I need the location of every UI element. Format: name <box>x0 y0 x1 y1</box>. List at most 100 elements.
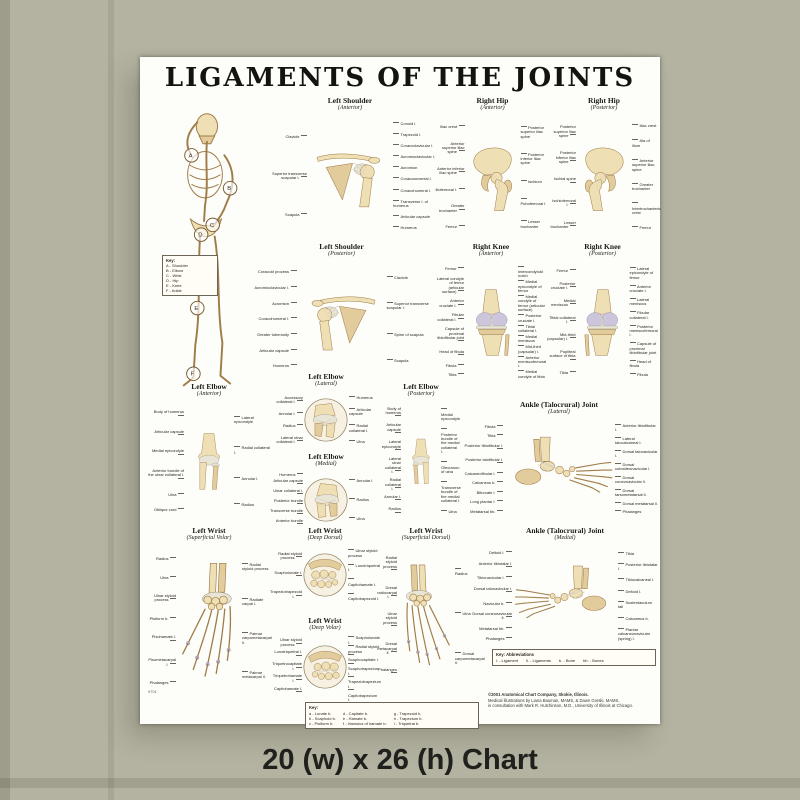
anatomy-label: Accessory collateral l. <box>270 395 303 405</box>
copyright-block: ©2001 Anatomical Chart Company, Skokie, … <box>488 692 650 709</box>
anatomy-label: Capitotrapezoid l. <box>348 593 380 602</box>
anatomy-label: Scaphotrapezium l. <box>348 663 380 676</box>
anatomy-label: Ala of ilium <box>632 139 658 148</box>
anatomy-label: Fibular collateral l. <box>435 313 464 322</box>
panel-subtitle: (Superficial Volar) <box>186 535 232 542</box>
panel-title: Right Hip <box>476 96 509 105</box>
anatomy-label: Radial styloid process <box>380 555 397 574</box>
anatomy-label: Anterior meniscofemoral l. <box>518 354 547 369</box>
anatomy-label: Posterior inferior iliac spine <box>550 151 576 164</box>
anatomy-label: Trapeziotrapezium l. <box>348 676 381 689</box>
anatomy-label: Annular l. <box>349 479 374 484</box>
anatomy-label: Lateral condyle of femur (articular surf… <box>436 275 464 294</box>
anatomy-label: Body of humerus <box>148 410 184 419</box>
anatomy-label: ll. - Ligaments <box>526 658 551 663</box>
anatomy-label: Radial styloid process <box>348 644 380 654</box>
panel-title: Left Elbow <box>308 452 344 461</box>
panel-subtitle: (Medial) <box>554 535 576 542</box>
panel-left-shoulder-posterior: Left Shoulder (Posterior) Coracoid proce… <box>248 242 436 379</box>
panel-ankle-medial: Ankle (Talocrural) Joint (Medial) Deltoi… <box>472 526 658 649</box>
anatomy-label: Dorsal talonavicular l. <box>615 448 658 459</box>
anatomy-label: Coracohumeral l. <box>259 316 297 321</box>
anatomy-label: Triquetrohamate l. <box>270 674 302 683</box>
anatomy-label: Dorsal cuneonavicular ll. <box>615 475 658 485</box>
anatomy-label: Coracohumeral l. <box>393 188 431 193</box>
anatomy-label: Posterior cruciate l. <box>547 281 576 291</box>
anatomy-label: Navicular b. <box>483 601 512 606</box>
copyright-line: ©2001 Anatomical Chart Company, Skokie, … <box>488 692 589 697</box>
panel-subtitle: (Anterior) <box>478 251 504 258</box>
panel-subtitle: (Anterior) <box>480 105 505 112</box>
anatomy-label: Calcaneofibular l. <box>465 471 503 476</box>
anatomy-label: Superior transverse scapular l. <box>387 301 436 311</box>
anatomy-label: Articular capsule <box>148 429 184 439</box>
anatomy-label: Fibula <box>630 372 648 377</box>
panel-title: Right Knee <box>472 242 510 251</box>
anatomy-label: Radius <box>234 502 254 507</box>
carpal-key-title: Key: <box>309 705 319 710</box>
anatomy-label: Posterior superior iliac spine <box>550 125 576 138</box>
panel-subtitle: (Anterior) <box>337 105 363 112</box>
anatomy-label: Lateral ulnar collateral l. <box>382 456 401 475</box>
anatomy-label: Tibiocalcaneal l. <box>618 578 655 583</box>
copyright-line: in consultation with Mark R. Hutchinson,… <box>488 703 633 709</box>
figure-key-title: Key: <box>166 258 176 263</box>
panel-subtitle: (Posterior) <box>589 251 616 258</box>
anatomy-label: Ulna <box>349 516 365 521</box>
anatomy-label: Ischiofemoral l. <box>550 198 576 208</box>
anatomy-label: Lateral meniscus <box>630 297 659 307</box>
anatomy-label: Spine of scapula <box>387 332 424 337</box>
wrist-deep-volar-illustration <box>303 645 347 689</box>
anatomy-label: Scaphocapitate l. <box>348 654 380 663</box>
anatomy-label: Lateral ulnar collateral l. <box>270 435 303 445</box>
anatomy-label: Anterior bundle of the ulnar collateral … <box>148 468 184 482</box>
anatomy-label: Medial epicondyle <box>148 449 184 458</box>
anatomy-label: Tibial collateral l. <box>518 324 547 334</box>
panel-title: Left Wrist <box>308 616 342 625</box>
anatomy-label: Metatarsal bb. <box>470 509 503 514</box>
anatomy-label: Bifurcate l. <box>477 490 503 495</box>
anatomy-label: Pisiform b. <box>150 616 176 621</box>
anatomy-label: Scapholunate l. <box>270 570 302 580</box>
anatomy-label: Anterior superior iliac spine <box>632 158 658 172</box>
anatomy-label: Head of fibula <box>630 359 659 369</box>
panel-subtitle: (Lateral) <box>548 409 570 416</box>
anatomy-label: Medial condyle of femur (articular surfa… <box>518 294 547 313</box>
anatomy-label: Lateral epicondyle <box>382 439 401 453</box>
anatomy-label: Ulnar collateral l. <box>270 488 303 498</box>
panel-subtitle: (Posterior) <box>328 251 355 258</box>
anatomy-label: Posterior bundle <box>270 498 303 508</box>
anatomy-label: Dorsal tarsometatarsal ll. <box>615 488 658 498</box>
anatomy-label: Pisometacarpal l. <box>148 657 176 667</box>
anatomy-label: Conoid l. <box>393 121 417 126</box>
anatomy-label: Dorsal radiocarpal l. <box>377 585 397 599</box>
anatomy-label: c - Pisiform b. <box>309 721 334 726</box>
anatomy-label: Posterior meniscofemoral l. <box>629 323 658 338</box>
anatomy-label: Ulnar styloid process <box>148 593 176 603</box>
anatomy-label: Dorsal metatarsal ll. <box>615 501 658 506</box>
anatomy-label: Deltoid l. <box>618 589 642 594</box>
ankle-medial-illustration <box>514 565 607 619</box>
anatomy-label: Femur <box>445 224 464 229</box>
hip-posterior-illustration <box>584 147 624 212</box>
anatomy-label: Anterior bundle <box>270 518 303 528</box>
anatomy-label: Posterior tibiofibular l. <box>460 443 503 453</box>
anatomy-label: Lesser trochanter <box>521 220 551 229</box>
abbreviations-key-title: Key: Abbreviations <box>496 652 535 657</box>
anatomy-label: C - Wrist <box>166 273 182 278</box>
anatomy-label: Medial meniscus <box>547 298 575 308</box>
anatomy-label: Tibionavicular l. <box>477 575 512 580</box>
anatomy-label: Tibia <box>487 433 503 438</box>
panel-title: Left Elbow <box>308 372 344 381</box>
anatomy-label: Iliofemoral l. <box>435 187 464 192</box>
panel-title: Ankle (Talocrural) Joint <box>525 526 605 535</box>
anatomy-label: Medial epicondyle of femur <box>518 280 547 293</box>
anatomy-label: Trapezoid l. <box>393 132 422 137</box>
anatomy-label: d - Capitate b. <box>342 711 369 716</box>
panel-title: Left Wrist <box>409 526 443 535</box>
